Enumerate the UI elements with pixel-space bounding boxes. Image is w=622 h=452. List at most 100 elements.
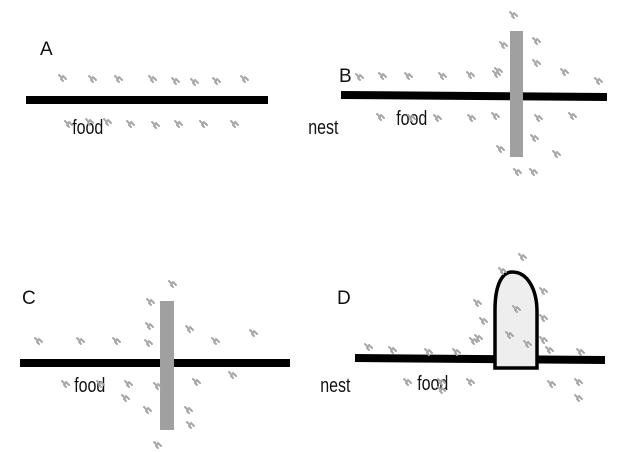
ant-icon <box>530 134 539 142</box>
nest-label-a: nest <box>308 116 338 138</box>
ant-icon <box>469 337 478 345</box>
ant-icon <box>186 421 195 429</box>
ant-icon <box>145 322 154 330</box>
ant-icon <box>539 287 548 295</box>
ant-icon <box>424 348 433 356</box>
ant-icon <box>523 340 532 348</box>
food-label-c: food <box>74 374 105 396</box>
ants-b <box>355 11 603 176</box>
ant-icon <box>547 380 556 388</box>
ant-icon <box>539 336 548 344</box>
ant-icon <box>491 112 500 120</box>
panel-b: B food nest <box>339 11 608 176</box>
ant-icon <box>174 120 183 128</box>
ant-icon <box>121 394 130 402</box>
ant-trail-d <box>354 354 606 364</box>
ant-icon <box>467 114 476 122</box>
panel-label-d: D <box>337 288 351 309</box>
panel-a: A food nest <box>26 39 338 138</box>
ant-icon <box>518 253 527 261</box>
ant-icon <box>452 348 461 356</box>
ant-icon <box>376 113 385 121</box>
ant-icon <box>249 329 258 337</box>
ant-icon <box>64 120 73 128</box>
ant-icon <box>498 267 507 275</box>
ant-icon <box>545 346 554 354</box>
ant-icon <box>513 168 522 176</box>
ant-icon <box>148 75 157 83</box>
ants-c <box>34 280 258 449</box>
food-label-a: food <box>72 116 103 138</box>
ant-icon <box>574 394 583 402</box>
ant-icon <box>58 74 67 82</box>
ant-icon <box>185 325 194 333</box>
ant-icon <box>492 70 501 78</box>
ant-icon <box>437 378 446 386</box>
ant-icon <box>560 68 569 76</box>
nest-label-c: nest <box>320 374 350 396</box>
ant-icon <box>85 118 94 126</box>
obstacle-bar-c <box>160 301 174 430</box>
ant-icon <box>529 168 538 176</box>
food-label-d: food <box>417 372 448 394</box>
ant-icon <box>192 378 201 386</box>
obstacle-arch-d <box>493 270 539 370</box>
ant-icon <box>355 73 364 81</box>
ants-a <box>58 74 249 129</box>
ant-icon <box>240 75 249 83</box>
ant-icon <box>153 441 162 449</box>
ant-icon <box>438 72 447 80</box>
ant-icon <box>88 75 97 83</box>
ant-icon <box>512 305 521 313</box>
panel-c: C food nest <box>20 280 350 449</box>
ant-icon <box>143 406 152 414</box>
ant-icon <box>124 380 133 388</box>
ant-icon <box>552 150 561 158</box>
panel-label-b: B <box>339 66 352 87</box>
ant-icon <box>151 121 160 129</box>
ant-icon <box>190 78 199 86</box>
ant-icon <box>539 314 548 322</box>
ant-icon <box>509 11 518 19</box>
ant-icon <box>126 120 135 128</box>
ant-icon <box>228 371 237 379</box>
ant-icon <box>211 337 220 345</box>
ant-icon <box>576 348 585 356</box>
ant-icon <box>532 59 541 67</box>
ant-icon <box>568 112 577 120</box>
ant-icon <box>437 386 446 394</box>
ant-icon <box>388 346 397 354</box>
ant-icon <box>364 343 373 351</box>
ant-icon <box>61 380 70 388</box>
ant-icon <box>474 334 483 342</box>
ant-icon <box>594 77 603 85</box>
ant-icon <box>112 337 121 345</box>
panel-label-a: A <box>40 39 53 60</box>
ant-icon <box>433 114 442 122</box>
ant-icon <box>212 77 221 85</box>
ant-icon <box>103 118 112 126</box>
ant-icon <box>171 77 180 85</box>
panel-label-c: C <box>22 288 36 309</box>
ant-icon <box>230 120 239 128</box>
ant-icon <box>534 114 543 122</box>
ant-icon <box>76 337 85 345</box>
ant-icon <box>479 317 488 325</box>
ant-icon <box>378 72 387 80</box>
ant-icon <box>146 298 155 306</box>
ant-icon <box>403 378 412 386</box>
ant-icon <box>199 120 208 128</box>
ants-d <box>364 253 585 402</box>
ant-icon <box>153 382 162 390</box>
ant-icon <box>473 299 482 307</box>
obstacle-bar-b <box>510 31 523 157</box>
ant-icon <box>168 280 177 288</box>
ant-icon <box>466 378 475 386</box>
ant-icon <box>407 114 416 122</box>
ant-icon <box>404 72 413 80</box>
ant-icon <box>532 37 541 45</box>
ant-icon <box>574 378 583 386</box>
ant-icon <box>499 41 508 49</box>
ant-trail-b <box>340 91 608 101</box>
